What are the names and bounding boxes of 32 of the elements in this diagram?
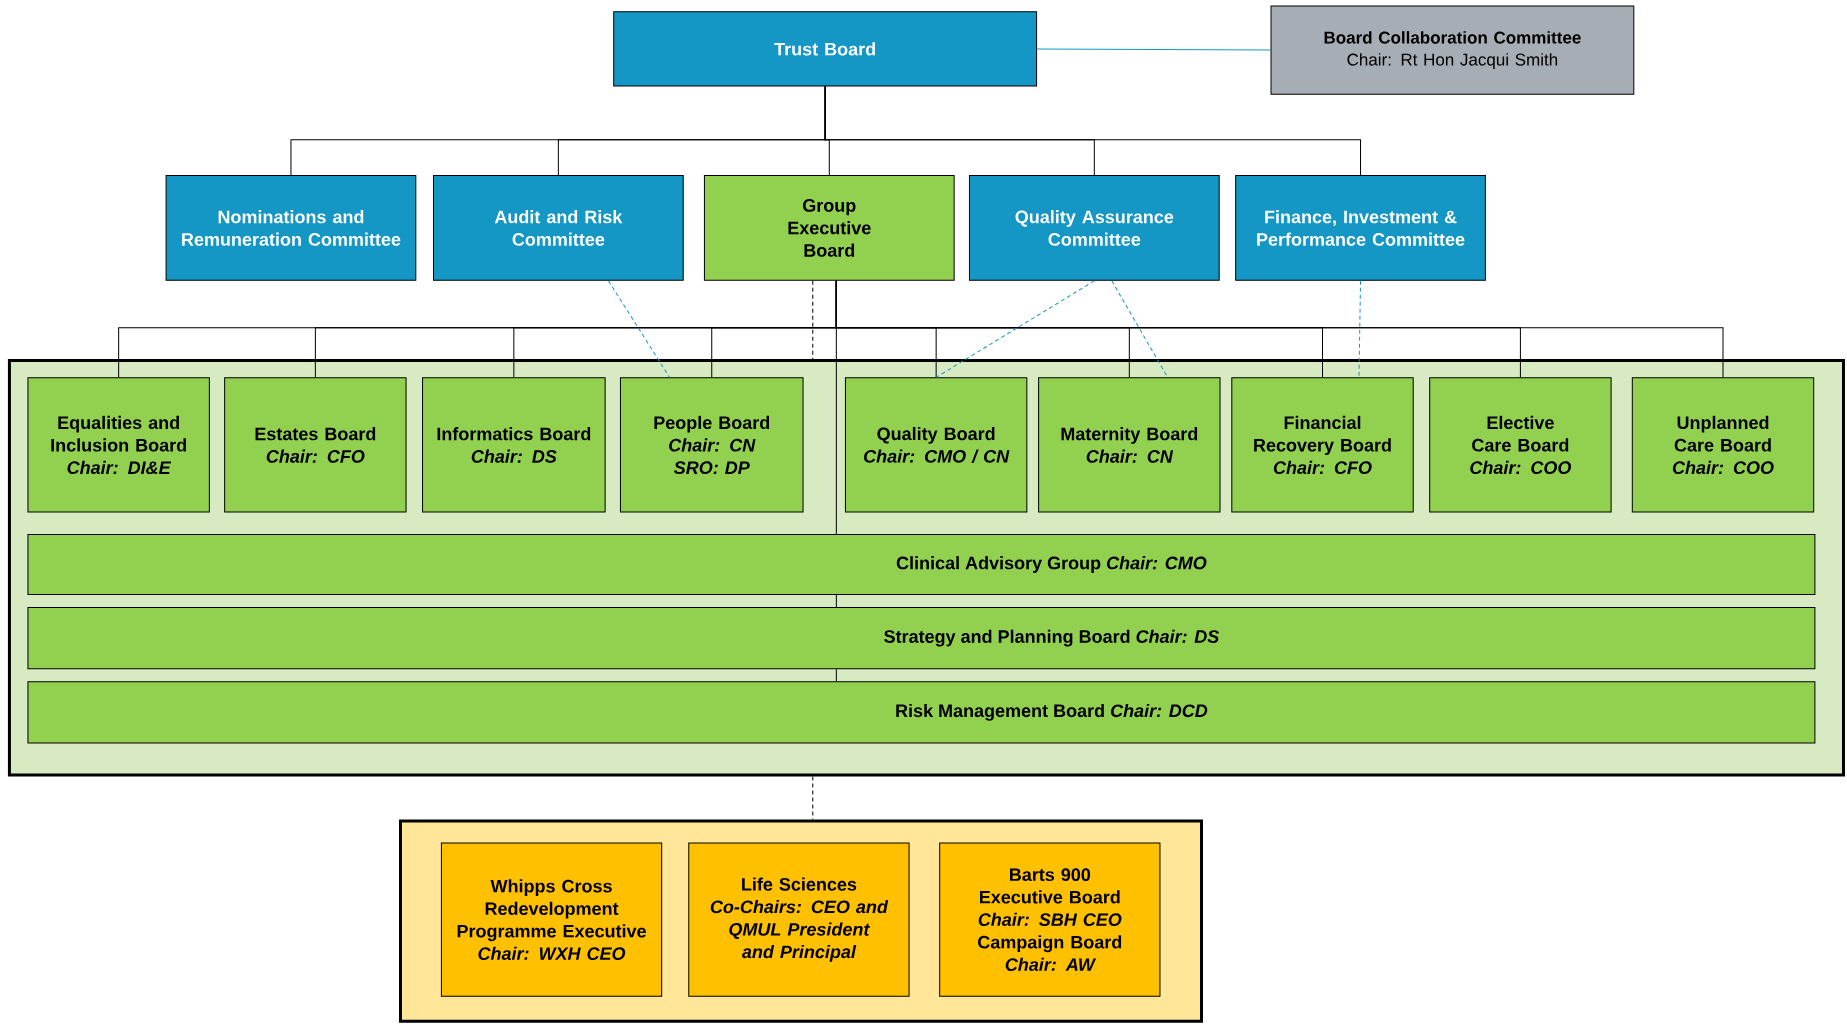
board-band: Clinical Advisory Group Chair: CMO — [27, 534, 1816, 596]
connector-line — [935, 280, 1095, 378]
connector-line — [835, 594, 837, 608]
board-band: Risk Management Board Chair: DCD — [27, 681, 1816, 744]
board-box: Maternity Board Chair: CN — [1038, 377, 1221, 513]
board-box: People Board Chair: CN SRO: DP — [619, 377, 804, 513]
connector-line — [812, 776, 814, 821]
connector-line — [812, 280, 814, 360]
board-box: Informatics Board Chair: DS — [422, 377, 606, 513]
board-box: Whipps Cross Redevelopment Programme Executive Chair: WXH CEO — [440, 842, 663, 997]
board-box: Estates Board Chair: CFO — [224, 377, 407, 513]
board-box: Financial Recovery Board Chair: CFO — [1231, 377, 1414, 513]
connector-line — [835, 668, 837, 682]
board-box: Quality Board Chair: CMO / CN — [844, 377, 1028, 513]
connector-line — [1111, 280, 1169, 378]
connector-line — [835, 280, 837, 535]
committee-box: Board Collaboration Committee Chair: Rt Hon Jacqui Smith — [1270, 5, 1635, 95]
board-box: Life Sciences Co-Chairs: CEO and QMUL President and Principal — [688, 842, 910, 997]
committee-box: Nominations and Remuneration Committee — [165, 175, 417, 281]
board-band: Strategy and Planning Board Chair: DS — [27, 607, 1816, 670]
board-box: Group Executive Board — [703, 175, 955, 281]
board-box: Barts 900 Executive Board Chair: SBH CEO Campaign Board Chair: AW — [939, 842, 1161, 997]
committee-box: Trust Board — [613, 11, 1038, 87]
board-box: Elective Care Board Chair: COO — [1429, 377, 1612, 513]
connector-line — [1036, 48, 1271, 51]
connector-line — [1358, 280, 1362, 378]
connector-line — [824, 86, 1362, 176]
committee-box: Quality Assurance Committee — [968, 175, 1220, 281]
committee-box: Finance, Investment & Performance Committee — [1235, 175, 1486, 281]
committee-box: Audit and Risk Committee — [433, 175, 684, 281]
board-box: Equalities and Inclusion Board Chair: DI&E — [27, 377, 210, 513]
board-box: Unplanned Care Board Chair: COO — [1631, 377, 1815, 513]
